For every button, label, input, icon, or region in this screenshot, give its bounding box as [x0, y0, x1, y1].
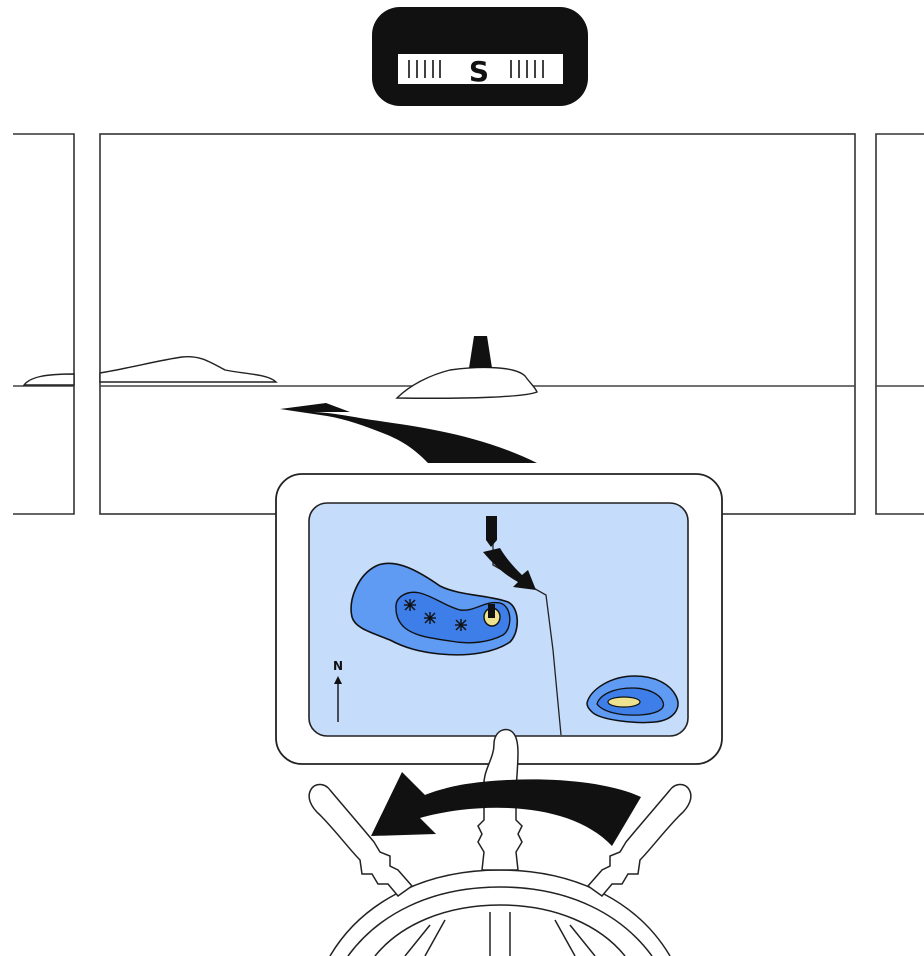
rock-hazard-icon	[424, 612, 436, 624]
rock-hazard-icon	[404, 599, 416, 611]
compass-heading-indicator: S	[372, 7, 588, 106]
helm-wheel	[308, 728, 692, 956]
island	[395, 366, 538, 399]
compass-ticks	[408, 60, 544, 78]
island-with-lighthouse	[395, 336, 538, 399]
chart-land-right	[607, 696, 641, 708]
wheel-hub-ring	[374, 904, 626, 956]
north-arrow-icon: N	[333, 659, 343, 722]
course-arrow	[280, 403, 537, 463]
wheel-handle-left	[308, 783, 414, 898]
right-window-frame	[875, 133, 924, 515]
lighthouse-icon	[469, 336, 492, 368]
compass-heading-letter: S	[469, 55, 489, 88]
chart-island-left	[350, 562, 519, 656]
rock-hazard-icon	[455, 619, 467, 631]
distant-land	[22, 355, 278, 386]
track-arrow	[483, 548, 536, 590]
boat-marker	[488, 604, 495, 618]
turn-left-arrow	[371, 772, 641, 846]
wheel-rim-inner	[347, 886, 653, 956]
chart-display: N	[275, 473, 723, 765]
boat-position-icon	[486, 516, 497, 547]
left-window-frame	[13, 133, 75, 515]
north-label: N	[333, 659, 343, 673]
rock-hazard-icons	[404, 599, 467, 631]
chart-island-right	[586, 675, 679, 724]
wheel-handle-right	[586, 783, 692, 898]
